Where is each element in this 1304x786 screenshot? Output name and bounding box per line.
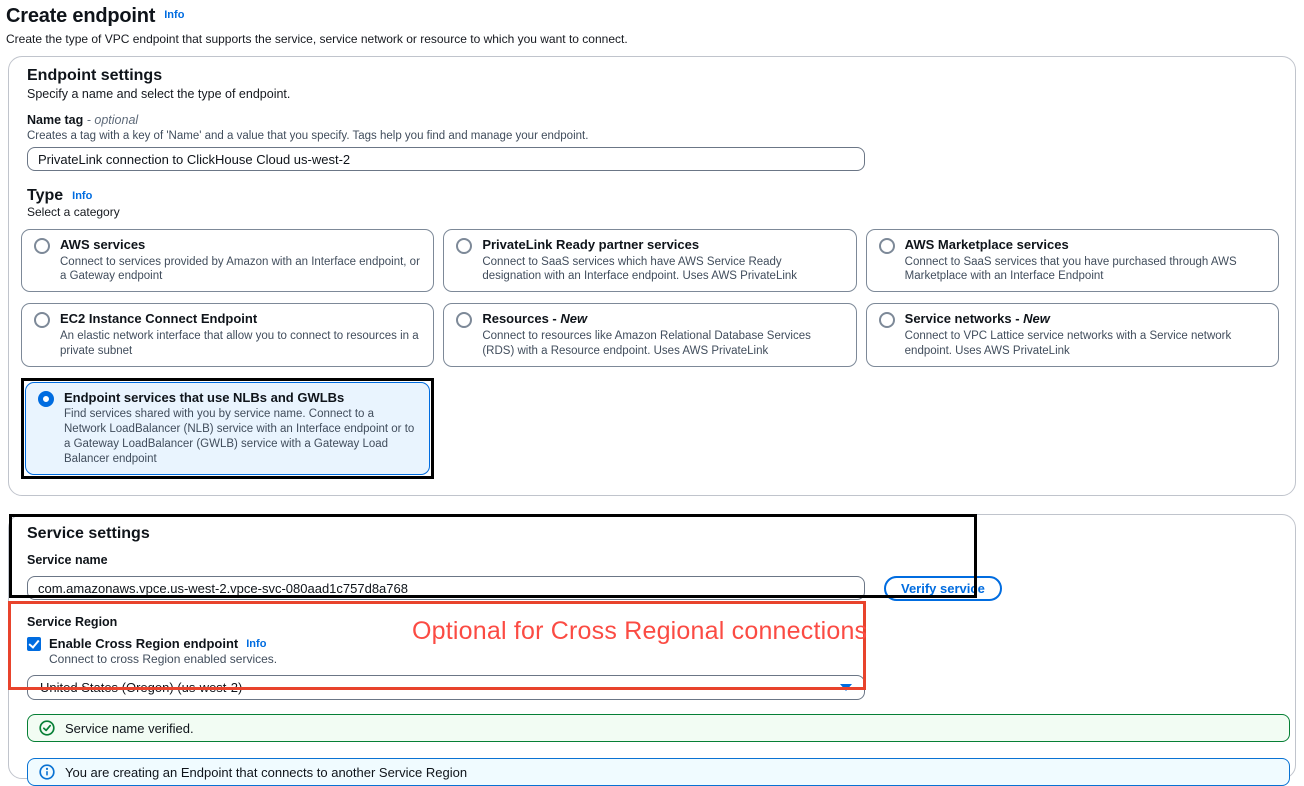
page-title-row: Create endpoint Info [6, 5, 1296, 28]
type-option-title: AWS Marketplace services [904, 237, 1069, 252]
type-option-description: Find services shared with you by service… [64, 408, 415, 466]
type-option-description: An elastic network interface that allow … [60, 329, 419, 357]
cross-region-help: Connect to cross Region enabled services… [49, 652, 278, 667]
name-tag-label: Name tag [27, 113, 84, 127]
type-option-title: EC2 Instance Connect Endpoint [60, 311, 258, 327]
radio-icon[interactable] [878, 238, 895, 254]
endpoint-settings-heading: Endpoint settings [27, 67, 163, 84]
service-name-label: Service name [27, 553, 108, 568]
success-banner: Service name verified. [27, 714, 1290, 743]
service-name-input[interactable] [27, 576, 865, 601]
verify-service-button[interactable]: Verify service [884, 576, 1002, 602]
type-option-body: Endpoint services that use NLBs and GWLB… [64, 389, 417, 467]
radio-icon[interactable] [878, 312, 895, 329]
info-banner-text: You are creating an Endpoint that connec… [65, 764, 468, 780]
type-info-link[interactable]: Info [72, 190, 93, 202]
radio-icon[interactable] [38, 390, 54, 407]
type-option-title: PrivateLink Ready partner services [482, 237, 700, 252]
name-tag-field: Name tag - optional Creates a tag with a… [27, 111, 1279, 171]
info-banner: You are creating an Endpoint that connec… [27, 758, 1290, 786]
type-option-description: Connect to resources like Amazon Relatio… [482, 329, 811, 357]
cross-region-checkbox-label: Enable Cross Region endpoint [49, 636, 239, 652]
radio-icon[interactable] [456, 238, 473, 254]
type-option-3[interactable]: EC2 Instance Connect Endpoint An elastic … [21, 303, 435, 367]
success-banner-text: Service name verified. [65, 720, 194, 736]
service-settings-card: Optional for Cross Regional connections … [8, 514, 1296, 786]
type-option-description: Connect to VPC Lattice service networks … [904, 329, 1232, 357]
type-option-title: Resources - New [482, 311, 588, 327]
type-option-title: AWS services [60, 237, 146, 252]
service-region-label: Service Region [27, 615, 118, 630]
type-option-description: Connect to SaaS services that you have p… [904, 255, 1237, 283]
caret-down-icon [840, 684, 852, 692]
name-tag-optional: - optional [83, 113, 139, 127]
page-title: Create endpoint [6, 5, 156, 27]
type-option-description: Connect to services provided by Amazon w… [60, 255, 420, 283]
type-option-new-badge: New [560, 311, 588, 327]
cross-region-checkbox[interactable] [27, 636, 41, 651]
type-option-title: Endpoint services that use NLBs and GWLB… [64, 389, 345, 405]
type-header: Type Info [27, 187, 1279, 205]
annotation-box-selected-type: Endpoint services that use NLBs and GWLB… [21, 377, 435, 480]
service-settings-heading: Service settings [27, 525, 150, 543]
radio-icon[interactable] [34, 312, 50, 329]
name-tag-input[interactable] [27, 147, 865, 171]
endpoint-settings-description: Specify a name and select the type of en… [27, 87, 291, 101]
type-option-body: EC2 Instance Connect Endpoint An elastic … [60, 310, 421, 358]
name-tag-help: Creates a tag with a key of 'Name' and a… [27, 130, 589, 142]
radio-icon[interactable] [34, 238, 50, 254]
cross-region-annotation-note: Optional for Cross Regional connections [412, 617, 868, 646]
type-option-6[interactable]: Endpoint services that use NLBs and GWLB… [25, 381, 431, 476]
info-circle-icon [39, 764, 55, 780]
endpoint-settings-card: Endpoint settings Specify a name and sel… [8, 56, 1296, 497]
radio-icon[interactable] [456, 312, 473, 329]
type-option-description: Connect to SaaS services which have AWS … [482, 255, 798, 283]
region-select-value: United States (Oregon) (us-west-2) [40, 680, 243, 696]
page-title-info-link[interactable]: Info [164, 9, 185, 21]
type-option-new-badge: New [1023, 311, 1050, 327]
type-subtitle: Select a category [27, 205, 120, 219]
page-subtitle: Create the type of VPC endpoint that sup… [6, 32, 628, 46]
cross-region-info-link[interactable]: Info [246, 637, 267, 650]
type-option-title: Service networks - New [904, 311, 1050, 327]
page-header: Create endpoint Info Create the type of … [0, 0, 1304, 46]
type-heading: Type [27, 187, 64, 204]
success-check-icon [39, 720, 55, 736]
region-select[interactable]: United States (Oregon) (us-west-2) [27, 675, 865, 701]
